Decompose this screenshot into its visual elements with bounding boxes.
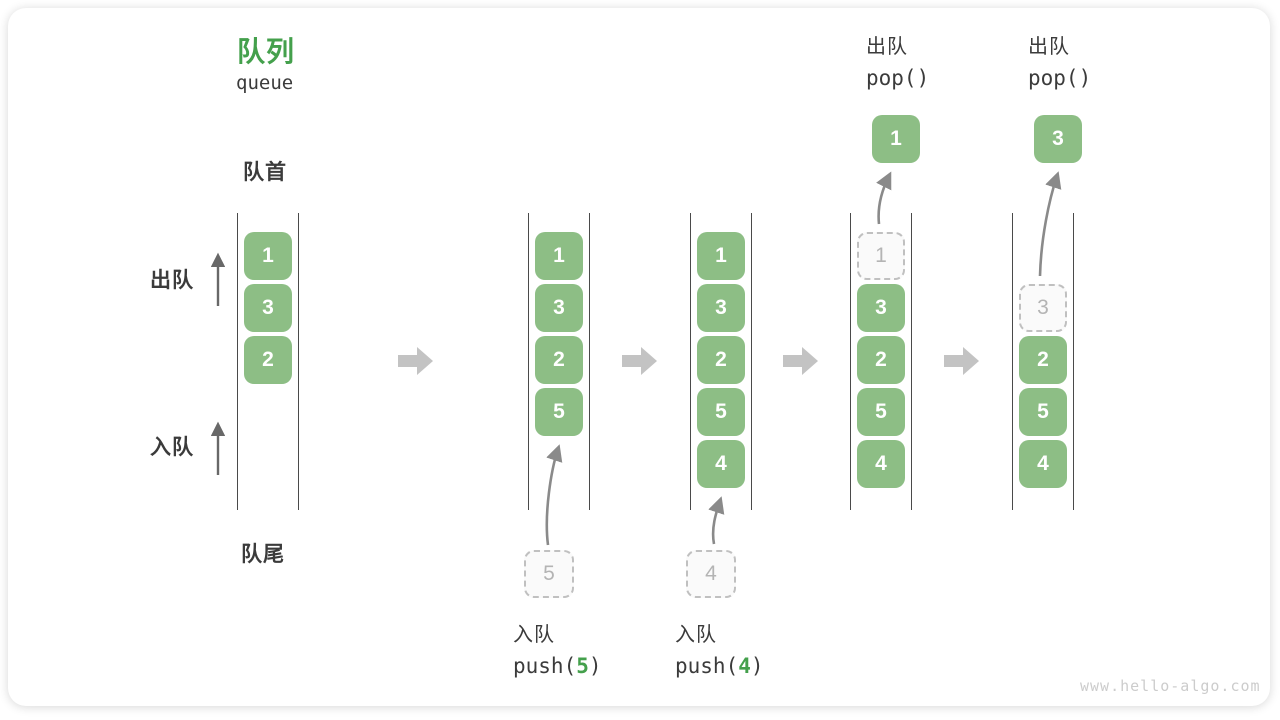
queue-front-label: 队首 bbox=[243, 161, 287, 184]
queue-item-box: 3 bbox=[857, 284, 905, 332]
staged-item-box: 4 bbox=[686, 550, 736, 598]
enqueue-op-code: push(5) bbox=[513, 654, 602, 678]
popped-item-box: 1 bbox=[872, 115, 920, 163]
dequeue-op-code: pop() bbox=[1028, 66, 1092, 90]
enqueue-op-label: 入队 bbox=[675, 624, 717, 646]
dequeue-op-label: 出队 bbox=[1028, 36, 1070, 58]
queue-item-box: 5 bbox=[857, 388, 905, 436]
enqueue-arg: 5 bbox=[576, 654, 589, 678]
queue-item-box: 4 bbox=[1019, 440, 1067, 488]
queue-item-box: 3 bbox=[535, 284, 583, 332]
dequeue-side-label: 出队 bbox=[150, 269, 194, 292]
popped-item-box: 3 bbox=[1034, 115, 1082, 163]
queue-item-box: 1 bbox=[535, 232, 583, 280]
queue-item-box: 3 bbox=[697, 284, 745, 332]
queue-item-box: 5 bbox=[697, 388, 745, 436]
queue-item-box: 2 bbox=[857, 336, 905, 384]
watermark: www.hello-algo.com bbox=[1080, 677, 1261, 695]
queue-item-box: 2 bbox=[535, 336, 583, 384]
diagram-title-en: queue bbox=[236, 72, 294, 94]
diagram-title-zh: 队列 bbox=[237, 36, 296, 67]
queue-item-box: 4 bbox=[857, 440, 905, 488]
queue-item-box-dashed: 3 bbox=[1019, 284, 1067, 332]
staged-item-box: 5 bbox=[524, 550, 574, 598]
queue-item-box-dashed: 1 bbox=[857, 232, 905, 280]
diagram-card bbox=[8, 8, 1270, 706]
queue-item-box: 4 bbox=[697, 440, 745, 488]
enqueue-arg: 4 bbox=[738, 654, 751, 678]
enqueue-op-label: 入队 bbox=[513, 624, 555, 646]
dequeue-op-code: pop() bbox=[866, 66, 930, 90]
queue-item-box: 2 bbox=[697, 336, 745, 384]
queue-rear-label: 队尾 bbox=[241, 543, 285, 566]
queue-item-box: 2 bbox=[244, 336, 292, 384]
queue-item-box: 1 bbox=[244, 232, 292, 280]
enqueue-side-label: 入队 bbox=[150, 436, 194, 459]
queue-item-box: 2 bbox=[1019, 336, 1067, 384]
queue-item-box: 1 bbox=[697, 232, 745, 280]
enqueue-op-code: push(4) bbox=[675, 654, 764, 678]
dequeue-op-label: 出队 bbox=[866, 36, 908, 58]
queue-item-box: 5 bbox=[535, 388, 583, 436]
queue-item-box: 3 bbox=[244, 284, 292, 332]
queue-item-box: 5 bbox=[1019, 388, 1067, 436]
